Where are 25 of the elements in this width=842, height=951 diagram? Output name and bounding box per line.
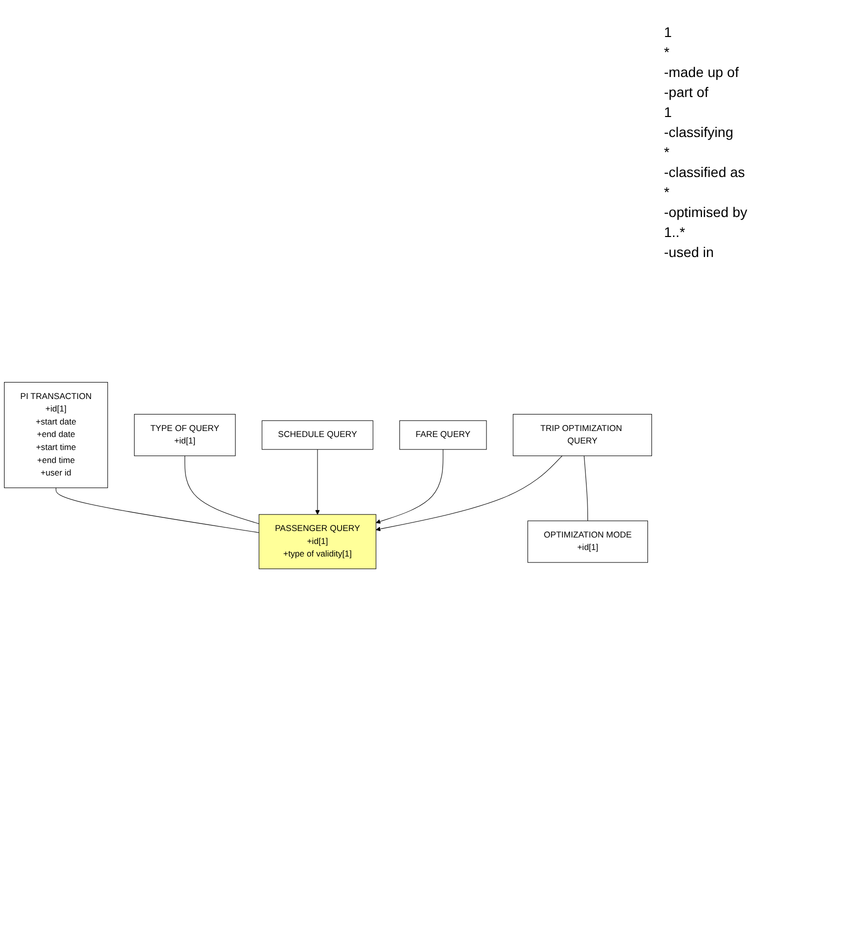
association-label: 1 xyxy=(664,24,673,40)
node-box: TRIP OPTIMIZATION QUERY xyxy=(512,414,652,456)
association-label: -classified as xyxy=(664,164,746,180)
connector xyxy=(184,456,260,524)
node-box: FARE QUERY xyxy=(399,420,487,450)
node-box: OPTIMIZATION MODE +id[1] xyxy=(528,520,648,563)
node-box: PI TRANSACTION +id[1] +start date +end date +start time +end time +user id xyxy=(4,382,108,488)
association-label: * xyxy=(664,44,670,60)
association-label: 1..* xyxy=(664,224,686,240)
association-label: -classifying xyxy=(664,124,734,140)
node-box: PASSENGER QUERY +id[1] +type of validity[1] xyxy=(258,514,376,570)
association-label: * xyxy=(664,144,670,160)
association-label: 1 xyxy=(664,104,673,120)
association-label: -optimised by xyxy=(664,204,748,220)
arrow xyxy=(376,456,562,532)
node-box: SCHEDULE QUERY xyxy=(262,420,374,450)
arrow xyxy=(376,449,444,524)
association-label: -part of xyxy=(664,84,710,100)
connector xyxy=(56,487,260,533)
association-label: * xyxy=(664,184,670,200)
association-label: -made up of xyxy=(664,64,740,80)
association-label: -used in xyxy=(664,244,715,260)
connector xyxy=(584,456,588,522)
arrow xyxy=(315,449,320,515)
node-box: TYPE OF QUERY +id[1] xyxy=(134,414,236,456)
